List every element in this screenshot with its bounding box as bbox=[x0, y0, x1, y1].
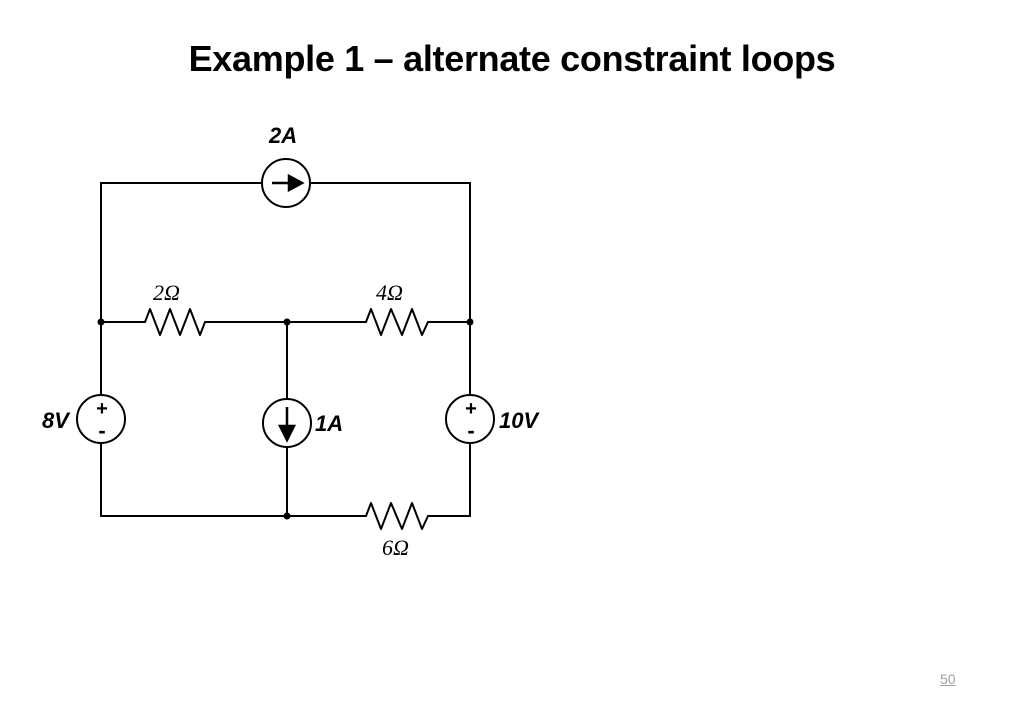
minus-sign-8v: - bbox=[98, 418, 105, 443]
junction-dot bbox=[466, 318, 474, 326]
label-resistor-2-ohm: 2Ω bbox=[153, 280, 180, 305]
label-resistor-6-ohm: 6Ω bbox=[382, 535, 409, 560]
junction-dot bbox=[283, 318, 291, 326]
junction-dot bbox=[283, 512, 291, 520]
resistor-4-ohm bbox=[365, 308, 429, 336]
resistor-2-ohm bbox=[144, 308, 206, 336]
arrow-down-head-icon bbox=[277, 424, 297, 443]
voltage-source-8v bbox=[76, 394, 126, 444]
resistor-6-ohm bbox=[365, 502, 429, 530]
current-source-1a bbox=[262, 398, 312, 448]
voltage-source-10v bbox=[445, 394, 495, 444]
label-1a: 1A bbox=[315, 411, 343, 436]
label-resistor-4-ohm: 4Ω bbox=[376, 280, 403, 305]
page-number: 50 bbox=[940, 671, 956, 687]
label-2a: 2A bbox=[268, 123, 297, 148]
arrow-right-head-icon bbox=[287, 173, 305, 193]
label-10v: 10V bbox=[499, 408, 540, 433]
slide-title: Example 1 – alternate constraint loops bbox=[188, 38, 836, 79]
label-8v: 8V bbox=[42, 408, 71, 433]
plus-sign-10v: + bbox=[465, 398, 477, 420]
current-source-2a bbox=[261, 158, 311, 208]
minus-sign-10v: - bbox=[467, 418, 474, 443]
plus-sign-8v: + bbox=[96, 398, 108, 420]
junction-dot bbox=[97, 318, 105, 326]
